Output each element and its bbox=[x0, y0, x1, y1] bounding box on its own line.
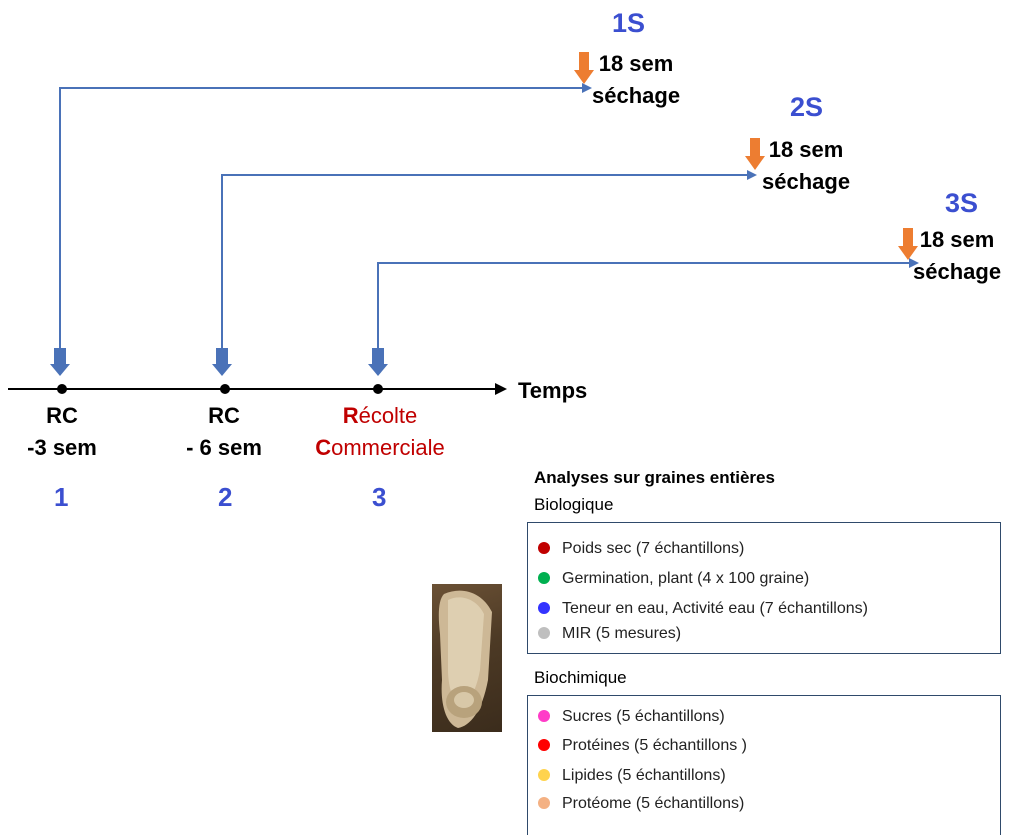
seed-photo bbox=[432, 584, 502, 732]
point-number-1: 1 bbox=[54, 482, 69, 512]
list-item: Teneur en eau, Activité eau (7 échantill… bbox=[538, 600, 868, 618]
drying-duration: 18 sem bbox=[598, 51, 674, 76]
list-item: MIR (5 mesures) bbox=[538, 625, 681, 643]
biochemical-label: Biochimique bbox=[534, 668, 627, 687]
batch-title-2s: 2S bbox=[790, 92, 824, 122]
biological-analyses-box: Poids sec (7 échantillons) Germination, … bbox=[527, 522, 1001, 654]
item-text: MIR (5 mesures) bbox=[562, 625, 682, 642]
drying-word: séchage bbox=[913, 259, 1002, 284]
harvest-line1: RC bbox=[46, 403, 78, 428]
list-item: Protéines (5 échantillons ) bbox=[538, 737, 747, 755]
biochemical-analyses-box: Sucres (5 échantillons) Protéines (5 éch… bbox=[527, 695, 1001, 835]
list-item: Lipides (5 échantillons) bbox=[538, 767, 726, 785]
list-item: Protéome (5 échantillons) bbox=[538, 795, 744, 813]
bullet-dot-icon bbox=[538, 542, 550, 554]
batch-title-1s: 1S bbox=[612, 8, 646, 38]
bullet-dot-icon bbox=[538, 627, 550, 639]
timeline-point bbox=[373, 384, 383, 394]
orange-down-arrow-icon bbox=[574, 52, 594, 84]
timeline-point bbox=[57, 384, 67, 394]
harvest-line1: Récolte bbox=[300, 400, 460, 432]
connector-2 bbox=[221, 170, 757, 350]
harvest-line2: Commerciale bbox=[300, 432, 460, 464]
item-text: Protéome (5 échantillons) bbox=[562, 795, 745, 812]
batch-title-3s: 3S bbox=[945, 188, 979, 218]
down-arrow-icon bbox=[368, 348, 388, 376]
connector-3 bbox=[377, 258, 919, 350]
seed-image bbox=[438, 590, 492, 728]
drying-label-1s: 18 sem séchage bbox=[592, 48, 680, 112]
drying-duration: 18 sem bbox=[768, 137, 844, 162]
time-axis-label: Temps bbox=[518, 378, 588, 403]
bullet-dot-icon bbox=[538, 769, 550, 781]
list-item: Germination, plant (4 x 100 graine) bbox=[538, 570, 809, 588]
harvest-initial: R bbox=[342, 403, 359, 428]
down-arrow-icon bbox=[212, 348, 232, 376]
harvest-line2: - 6 sem bbox=[186, 435, 262, 460]
bullet-dot-icon bbox=[538, 710, 550, 722]
bullet-dot-icon bbox=[538, 739, 550, 751]
harvest-rest: ommerciale bbox=[331, 435, 445, 460]
drying-duration: 18 sem bbox=[919, 227, 995, 252]
item-text: Teneur en eau, Activité eau (7 échantill… bbox=[562, 600, 868, 617]
harvest-label-2: RC - 6 sem bbox=[172, 400, 276, 464]
list-item: Sucres (5 échantillons) bbox=[538, 708, 725, 726]
item-text: Protéines (5 échantillons ) bbox=[562, 737, 747, 754]
bullet-dot-icon bbox=[538, 797, 550, 809]
point-number-3: 3 bbox=[372, 482, 387, 512]
bullet-dot-icon bbox=[538, 572, 550, 584]
down-arrow-icon bbox=[50, 348, 70, 376]
bullet-dot-icon bbox=[538, 602, 550, 614]
item-text: Germination, plant (4 x 100 graine) bbox=[562, 570, 810, 587]
harvest-line1: RC bbox=[208, 403, 240, 428]
list-item: Poids sec (7 échantillons) bbox=[538, 540, 744, 558]
timeline-point bbox=[220, 384, 230, 394]
harvest-label-1: RC -3 sem bbox=[14, 400, 110, 464]
orange-down-arrow-icon bbox=[898, 228, 918, 260]
drying-word: séchage bbox=[762, 169, 851, 194]
drying-label-3s: 18 sem séchage bbox=[913, 224, 1001, 288]
harvest-rest: écolte bbox=[358, 403, 418, 428]
drying-label-2s: 18 sem séchage bbox=[762, 134, 850, 198]
analyses-title: Analyses sur graines entières bbox=[534, 468, 775, 487]
point-number-2: 2 bbox=[218, 482, 233, 512]
orange-down-arrow-icon bbox=[745, 138, 765, 170]
item-text: Sucres (5 échantillons) bbox=[562, 708, 725, 725]
harvest-line2: -3 sem bbox=[27, 435, 97, 460]
connector-1 bbox=[59, 83, 592, 350]
biological-label: Biologique bbox=[534, 495, 614, 514]
harvest-initial: C bbox=[315, 435, 332, 460]
drying-word: séchage bbox=[592, 83, 681, 108]
harvest-label-3: Récolte Commerciale bbox=[300, 400, 460, 464]
item-text: Poids sec (7 échantillons) bbox=[562, 540, 745, 557]
item-text: Lipides (5 échantillons) bbox=[562, 767, 726, 784]
